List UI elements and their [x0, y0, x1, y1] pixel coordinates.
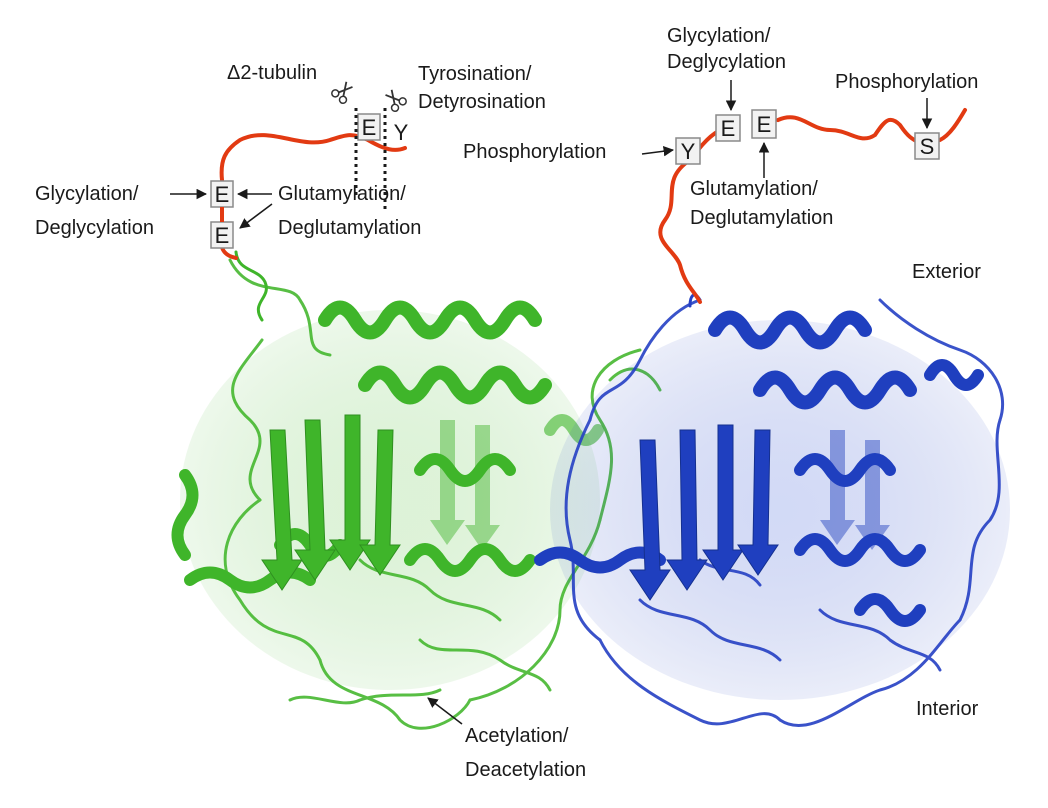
label-phosphorylation-top: Phosphorylation — [835, 71, 978, 93]
svg-text:E: E — [362, 115, 377, 140]
label-deglycylation-right: Deglycylation — [667, 51, 786, 73]
alpha-tubulin-structure — [171, 258, 662, 730]
svg-text:S: S — [920, 134, 935, 159]
residue-beta-y: Y — [675, 137, 701, 165]
residue-beta-s: S — [914, 132, 940, 160]
label-glutamylation-left: Glutamylation/ — [278, 183, 406, 205]
label-exterior: Exterior — [912, 261, 981, 283]
beta-tubulin-structure — [534, 298, 1010, 727]
beta-c-terminal-tail — [658, 108, 967, 308]
label-delta2-tubulin: Δ2-tubulin — [227, 62, 317, 84]
svg-text:E: E — [757, 112, 772, 137]
residue-alpha-e2: E — [210, 221, 234, 249]
label-tyrosination: Tyrosination/ — [418, 63, 532, 85]
scissors-icon — [331, 81, 353, 105]
label-detyrosination: Detyrosination — [418, 91, 546, 113]
svg-text:E: E — [215, 223, 230, 248]
residue-alpha-e1: E — [210, 180, 234, 208]
residue-alpha-e-top: E — [357, 113, 381, 141]
arrow-phosphorylation-left — [641, 146, 675, 157]
residue-alpha-y: Y — [394, 120, 409, 145]
scissors-icon — [385, 89, 407, 113]
label-glycylation-left: Glycylation/ — [35, 183, 139, 205]
svg-text:E: E — [721, 116, 736, 141]
svg-text:Y: Y — [394, 120, 409, 145]
label-deglutamylation-right: Deglutamylation — [690, 207, 833, 229]
residue-beta-e1: E — [715, 114, 741, 142]
svg-text:Y: Y — [681, 139, 696, 164]
label-deacetylation: Deacetylation — [465, 759, 586, 781]
label-glycylation-right: Glycylation/ — [667, 25, 771, 47]
label-acetylation: Acetylation/ — [465, 725, 569, 747]
residue-beta-e2: E — [751, 109, 777, 139]
svg-text:E: E — [215, 182, 230, 207]
label-glutamylation-right: Glutamylation/ — [690, 178, 818, 200]
label-deglutamylation-left: Deglutamylation — [278, 217, 421, 239]
label-deglycylation-left: Deglycylation — [35, 217, 154, 239]
label-interior: Interior — [916, 698, 979, 720]
arrow-acetylation — [427, 697, 463, 725]
label-phosphorylation-left: Phosphorylation — [463, 141, 606, 163]
arrow-glutamylation-left-2 — [239, 203, 273, 229]
